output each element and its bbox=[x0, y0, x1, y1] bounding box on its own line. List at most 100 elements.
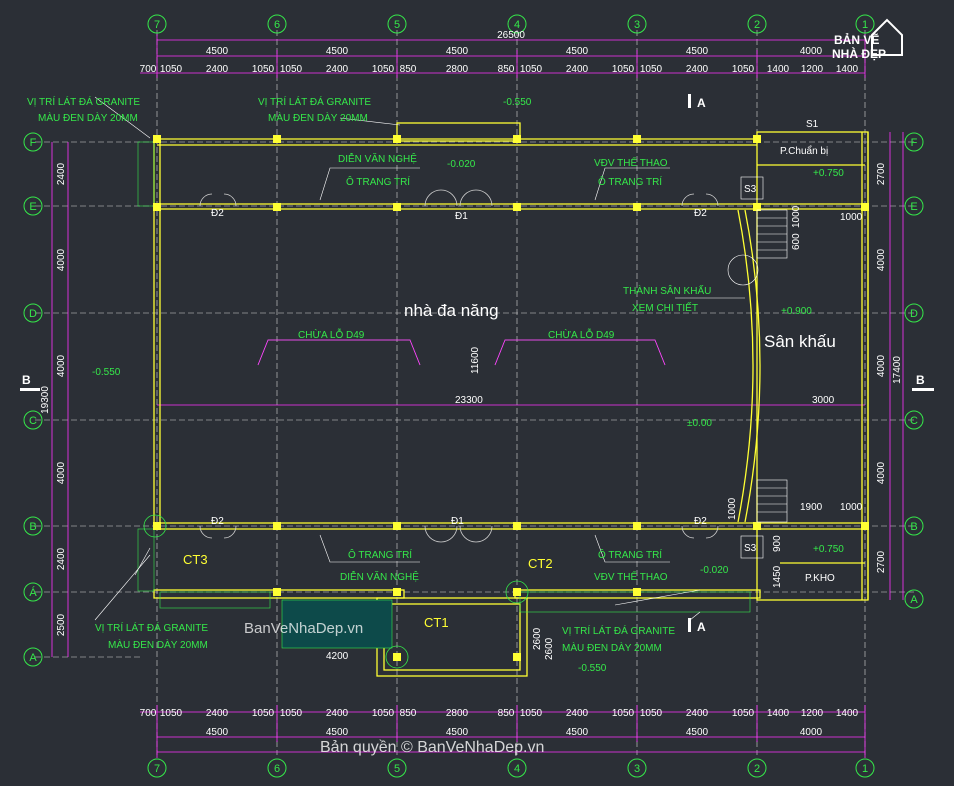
dim-bsub-15: 2400 bbox=[686, 708, 709, 719]
grid-label-right-a: A bbox=[910, 594, 918, 606]
dim-bsub-4: 1050 bbox=[252, 708, 275, 719]
dim-bbay-6: 4000 bbox=[800, 727, 823, 738]
brand-logo: BẢN VẼ NHÀ ĐẸP bbox=[832, 18, 903, 61]
note-o-trang-tri-bot: Ô TRANG TRÍ bbox=[348, 548, 412, 561]
grid-label-left-a: A bbox=[29, 652, 37, 664]
dim-left-6: 2500 bbox=[56, 613, 67, 636]
grid-label-right-d: D bbox=[910, 308, 918, 320]
dim-sub-9: 2800 bbox=[446, 64, 469, 75]
grid-label-top-6: 6 bbox=[274, 19, 280, 31]
grid-label-left-a1: Á bbox=[29, 586, 37, 599]
room-store: P.KHO bbox=[805, 573, 835, 584]
section-b-right: B bbox=[916, 373, 925, 387]
dim-sub-15: 2400 bbox=[686, 64, 709, 75]
dim-bsub-7: 1050 bbox=[372, 708, 395, 719]
dim-bay-4: 4500 bbox=[566, 46, 589, 57]
dim-sub-17: 1400 bbox=[767, 64, 790, 75]
note-vdv-bot: VĐV THỂ THAO bbox=[594, 570, 668, 583]
hole-leaders bbox=[257, 339, 666, 366]
note-granite-4b: MÀU ĐEN DÀY 20MM bbox=[562, 641, 662, 654]
door-tag-d1-1: Đ1 bbox=[455, 211, 468, 222]
note-granite-2: VỊ TRÍ LÁT ĐÁ GRANITE bbox=[258, 95, 371, 108]
dim-overall: 26500 bbox=[497, 30, 525, 41]
note-granite-4: VỊ TRÍ LÁT ĐÁ GRANITE bbox=[562, 624, 675, 637]
dim-sub-19: 1400 bbox=[836, 64, 859, 75]
note-granite-2b: MÀU ĐEN DÀY 20MM bbox=[268, 111, 368, 124]
grid-label-bottom-1: 1 bbox=[862, 763, 868, 775]
dim-bbay-5: 4500 bbox=[686, 727, 709, 738]
dim-bsub-13: 1050 bbox=[612, 708, 635, 719]
grid-label-right-e: E bbox=[910, 201, 917, 213]
section-b-left: B bbox=[22, 373, 31, 387]
grid-bubbles-bottom bbox=[147, 758, 875, 778]
dim-bay-2: 4500 bbox=[326, 46, 349, 57]
dim-portico-3: 2600 bbox=[532, 627, 543, 650]
dim-bsub-18: 1200 bbox=[801, 708, 824, 719]
note-o-trang-tri-top2: Ô TRANG TRÍ bbox=[598, 175, 662, 188]
room-stage: Sân khấu bbox=[764, 332, 836, 351]
dim-sub-6: 2400 bbox=[326, 64, 349, 75]
dim-bay-1: 4500 bbox=[206, 46, 229, 57]
dim-bsub-6: 2400 bbox=[326, 708, 349, 719]
grid-label-bottom-3: 3 bbox=[634, 763, 640, 775]
doors bbox=[199, 189, 719, 543]
dim-bsub-16: 1050 bbox=[732, 708, 755, 719]
grid-label-top-7: 7 bbox=[154, 19, 160, 31]
level-3: +0.750 bbox=[813, 168, 844, 179]
dim-sub-10: 850 bbox=[498, 64, 515, 75]
watermark-text: BanVeNhaDep.vn bbox=[244, 620, 363, 637]
callout-ct2: CT2 bbox=[528, 556, 553, 571]
note-chua-lo-2: CHỪA LỖ D49 bbox=[548, 328, 615, 341]
section-a-bottom: A bbox=[697, 620, 706, 634]
dim-left-4: 4000 bbox=[56, 461, 67, 484]
dim-sub-8: 850 bbox=[400, 64, 417, 75]
callout-ct1: CT1 bbox=[424, 615, 449, 630]
dim-bsub-11: 1050 bbox=[520, 708, 543, 719]
dim-bbay-2: 4500 bbox=[326, 727, 349, 738]
dim-sub-1: 700 bbox=[140, 64, 157, 75]
grid-label-top-1: 1 bbox=[862, 19, 868, 31]
dimension-lines-bottom bbox=[140, 705, 866, 758]
dim-bsub-1: 700 bbox=[140, 708, 157, 719]
leader-lines bbox=[94, 96, 745, 621]
door-tag-s1: S1 bbox=[806, 119, 819, 130]
grid-label-bottom-6: 6 bbox=[274, 763, 280, 775]
dim-bay-3: 4500 bbox=[446, 46, 469, 57]
grid-label-right-b: B bbox=[910, 521, 917, 533]
level-9: -0.550 bbox=[578, 663, 607, 674]
dim-bsub-3: 2400 bbox=[206, 708, 229, 719]
dim-stair-5: 1000 bbox=[840, 502, 863, 513]
dimension-lines-sides bbox=[51, 132, 904, 657]
note-vdv-top: VĐV THỂ THAO bbox=[594, 156, 668, 169]
dim-left-3: 4000 bbox=[56, 354, 67, 377]
dim-right-2: 4000 bbox=[876, 248, 887, 271]
dim-stair-8: 1450 bbox=[772, 565, 783, 588]
grid-label-bottom-2: 2 bbox=[754, 763, 760, 775]
note-granite-1b: MÀU ĐEN DÀY 20MM bbox=[38, 111, 138, 124]
dim-portico-1: 2600 bbox=[544, 637, 555, 660]
level-2: -0.020 bbox=[447, 159, 476, 170]
grid-label-right-f: F bbox=[911, 137, 918, 149]
dim-bbay-1: 4500 bbox=[206, 727, 229, 738]
dim-right-1: 2700 bbox=[876, 162, 887, 185]
dim-bbay-4: 4500 bbox=[566, 727, 589, 738]
dimension-lines-top bbox=[140, 34, 866, 78]
dim-bsub-19: 1400 bbox=[836, 708, 859, 719]
house-icon bbox=[871, 18, 903, 56]
dim-sub-18: 1200 bbox=[801, 64, 824, 75]
dim-bsub-8: 850 bbox=[400, 708, 417, 719]
dim-sub-14: 1050 bbox=[640, 64, 663, 75]
dim-portico-2: 4200 bbox=[326, 651, 349, 662]
grid-label-left-c: C bbox=[29, 415, 37, 427]
dim-left-5: 2400 bbox=[56, 547, 67, 570]
dim-bsub-5: 1050 bbox=[280, 708, 303, 719]
dim-bay-5: 4500 bbox=[686, 46, 709, 57]
dim-bsub-14: 1050 bbox=[640, 708, 663, 719]
level-8: -0.020 bbox=[700, 565, 729, 576]
grid-label-top-4: 4 bbox=[514, 19, 520, 31]
tag-s3-bottom: S3 bbox=[744, 543, 757, 554]
note-o-trang-tri-bot2: Ô TRANG TRÍ bbox=[598, 548, 662, 561]
dim-bay-6: 4000 bbox=[800, 46, 823, 57]
note-granite-3b: MÀU ĐEN DÀY 20MM bbox=[108, 638, 208, 651]
